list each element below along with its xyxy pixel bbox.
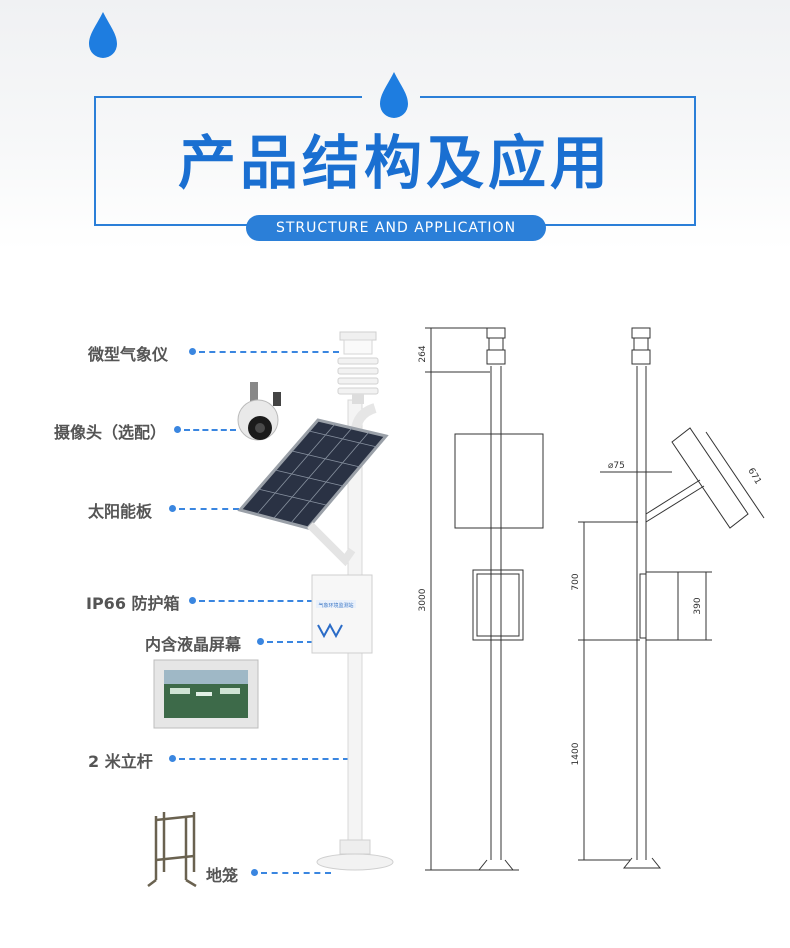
leader-dot: [251, 869, 258, 876]
dim-panel: 671: [745, 467, 762, 487]
ground-cage: [147, 812, 197, 888]
dim-box: 390: [693, 597, 703, 614]
label-lcd: 内含液晶屏幕: [145, 635, 242, 654]
box-label: 气象环境监测站: [318, 602, 353, 609]
protection-box: 气象环境监测站: [311, 574, 373, 654]
leader-line: [179, 508, 239, 510]
leader-line: [184, 429, 236, 431]
leader-line: [199, 351, 339, 353]
header-background: [0, 0, 790, 250]
dim-top: 264: [418, 345, 428, 362]
leader-line: [267, 641, 313, 643]
leader-dot: [169, 755, 176, 762]
front-view-drawing: 264 3000: [418, 327, 544, 871]
leader-dot: [174, 426, 181, 433]
leader-dot: [189, 597, 196, 604]
label-solar: 太阳能板: [88, 502, 153, 521]
leader-dot: [257, 638, 264, 645]
subtitle-badge: STRUCTURE AND APPLICATION: [246, 215, 546, 241]
label-box: IP66 防护箱: [86, 594, 180, 613]
label-pole: 2 米立杆: [88, 752, 153, 771]
dim-total: 3000: [418, 588, 428, 611]
dim-lower: 1400: [571, 742, 581, 765]
pole-base: [316, 839, 394, 871]
leader-line: [199, 600, 313, 602]
solar-panel: [237, 418, 389, 567]
leader-dot: [169, 505, 176, 512]
product-illustration: 气象环境监测站: [147, 331, 394, 888]
leader-dot: [189, 348, 196, 355]
water-drop-icon: [380, 72, 408, 118]
leader-line: [261, 872, 331, 874]
camera-icon: [237, 382, 281, 441]
weather-station: [337, 331, 379, 404]
lcd-screen: [153, 659, 259, 729]
dim-box-offset: 700: [571, 573, 581, 590]
header-frame-line: [94, 96, 362, 98]
dim-diameter: ⌀75: [608, 461, 625, 471]
side-view-drawing: ⌀75 671 700 390 1400: [571, 327, 765, 869]
page-title: 产品结构及应用: [177, 129, 612, 197]
label-cage: 地笼: [206, 866, 239, 885]
label-camera: 摄像头（选配）: [54, 423, 167, 442]
header-frame-line: [420, 96, 696, 98]
water-drop-icon: [89, 12, 117, 58]
leader-line: [179, 758, 349, 760]
label-weather: 微型气象仪: [88, 345, 169, 364]
